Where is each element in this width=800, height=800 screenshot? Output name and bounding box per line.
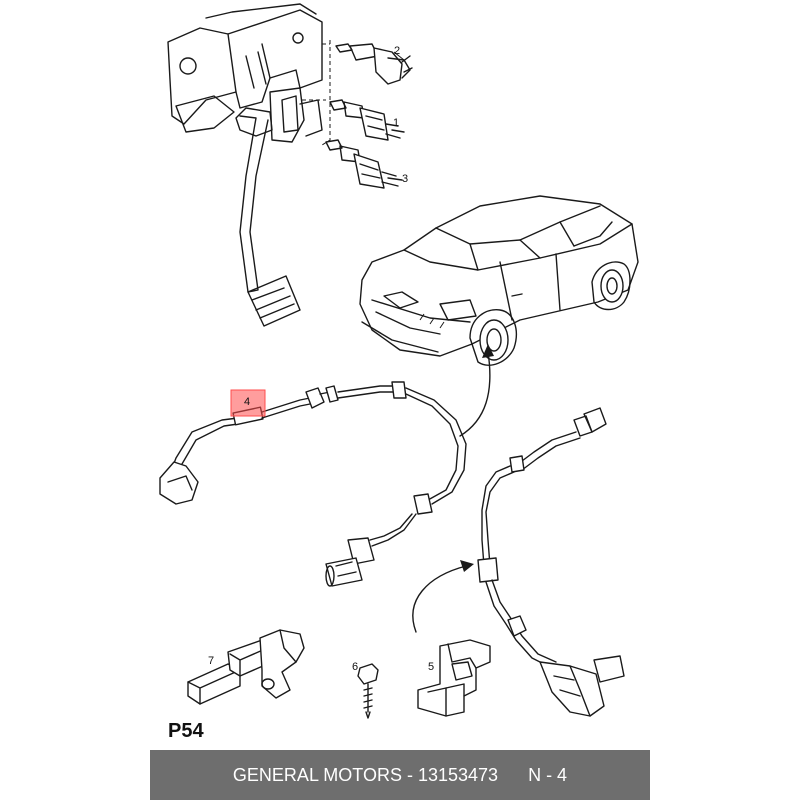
- footer-position: N - 4: [528, 764, 568, 785]
- speed-sensor-part-7: [187, 629, 305, 705]
- callout-4-highlight: [230, 389, 266, 417]
- stop-light-switch-1: [329, 99, 405, 141]
- footer-spacer: [498, 765, 528, 786]
- callout-5: 5: [428, 661, 434, 673]
- callout-6: 6: [352, 661, 358, 673]
- footer-brand: GENERAL MOTORS: [232, 764, 402, 785]
- page-code: P54: [168, 720, 204, 742]
- arrow-to-sensor-detail: [412, 560, 474, 633]
- rear-wheel-speed-sensor: [477, 407, 625, 717]
- callout-2: 2: [394, 45, 400, 57]
- screw-part-6: [357, 663, 379, 719]
- clip-part-5: [417, 639, 491, 717]
- footer-separator: -: [401, 764, 418, 785]
- car-illustration: [359, 195, 639, 366]
- callout-1: 1: [393, 117, 399, 129]
- footer-part-number: 13153473: [417, 764, 499, 785]
- footer-bar: GENERAL MOTORS - 13153473 N - 4: [150, 750, 650, 800]
- callout-4: 4: [244, 396, 250, 408]
- callout-3: 3: [402, 173, 408, 185]
- brake-pedal: [235, 107, 301, 327]
- callout-7: 7: [208, 655, 214, 667]
- stop-light-switch-3: [325, 139, 403, 189]
- pedal-bracket: [167, 3, 323, 143]
- stop-light-switch-2: [335, 43, 413, 85]
- wheel-speed-sensor-cable: [159, 381, 467, 587]
- arrow-to-wheel: [459, 344, 494, 437]
